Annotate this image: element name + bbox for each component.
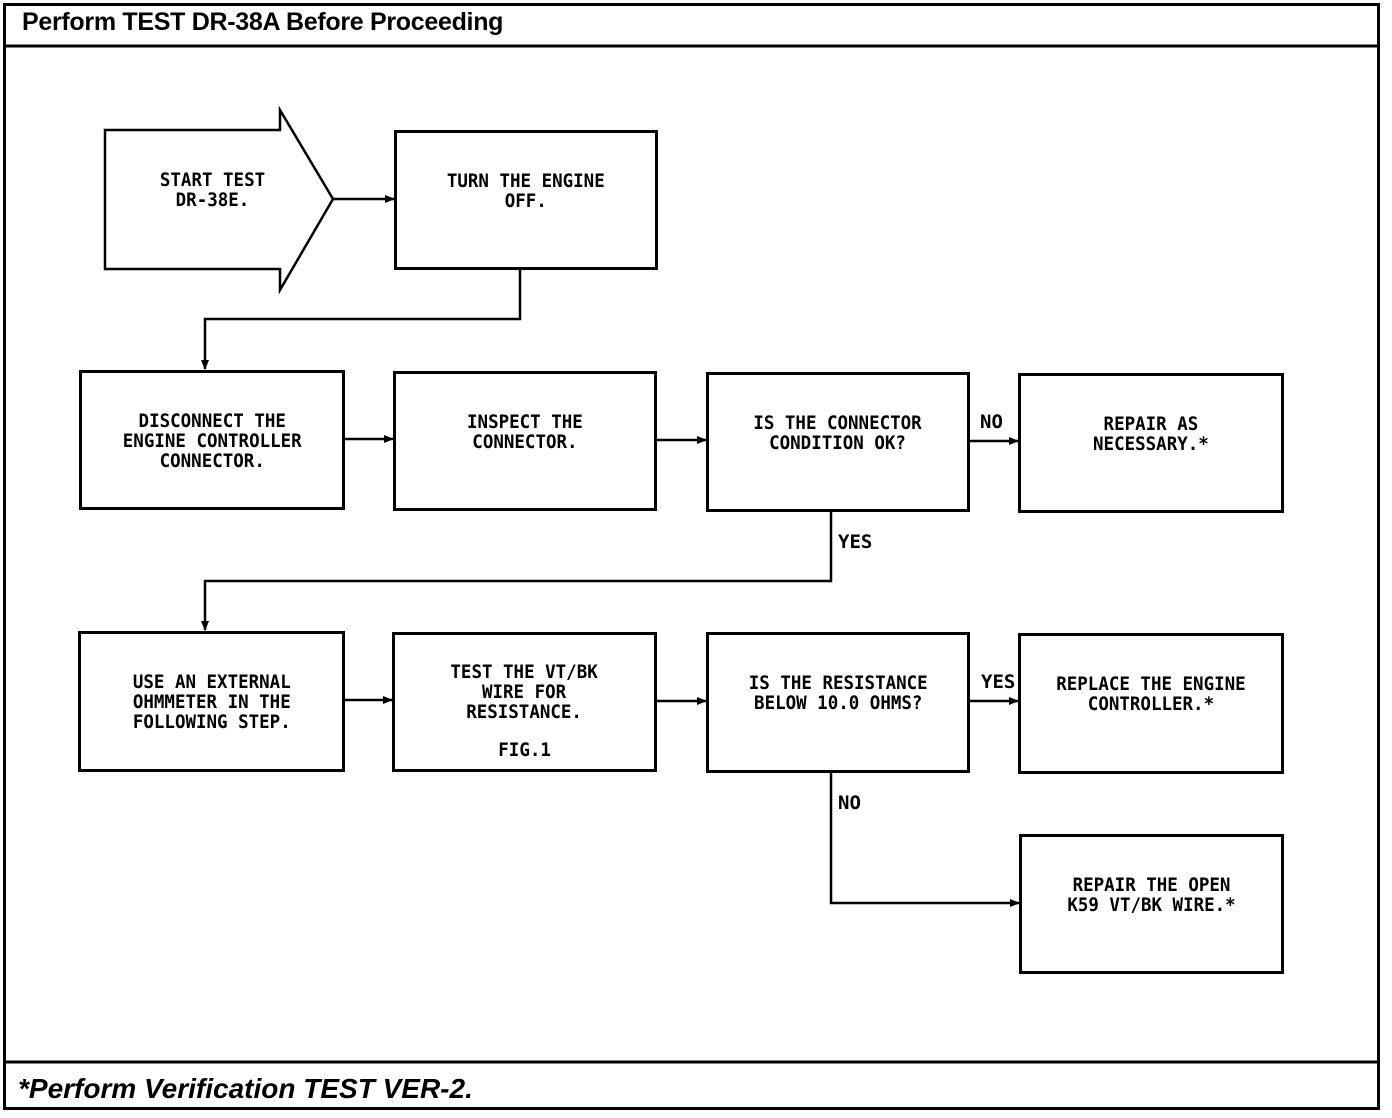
- use-ohmmeter-text: USE AN EXTERNAL OHMMETER IN THE FOLLOWIN…: [132, 671, 291, 733]
- test-wire-text: TEST THE VT/BK WIRE FOR RESISTANCE.: [450, 661, 599, 723]
- edge-label-connector-no: NO: [980, 411, 1003, 433]
- engine-off-text: TURN THE ENGINE OFF.: [447, 170, 605, 212]
- test-wire-figure-ref: FIG.1: [498, 739, 551, 761]
- inspect-node: INSPECT THE CONNECTOR.: [393, 371, 657, 511]
- edge-connector-yes: [201, 512, 833, 631]
- test-wire-node: TEST THE VT/BK WIRE FOR RESISTANCE. FIG.…: [392, 632, 657, 772]
- edge-resistance-no: [829, 772, 1020, 907]
- resistance-check-node: IS THE RESISTANCE BELOW 10.0 OHMS?: [706, 632, 970, 773]
- start-test-text: START TEST DR-38E.: [159, 169, 266, 211]
- replace-controller-node: REPLACE THE ENGINE CONTROLLER.*: [1018, 633, 1284, 774]
- page-title: Perform TEST DR-38A Before Proceeding: [22, 8, 504, 36]
- start-test-node: START TEST DR-38E.: [130, 170, 295, 210]
- start-arrow-shape: [103, 105, 335, 295]
- resistance-check-text: IS THE RESISTANCE BELOW 10.0 OHMS?: [748, 672, 928, 714]
- repair-necessary-node: REPAIR AS NECESSARY.*: [1018, 373, 1284, 513]
- edge-label-resistance-no: NO: [838, 792, 861, 814]
- connector-ok-node: IS THE CONNECTOR CONDITION OK?: [706, 372, 970, 512]
- edge-label-resistance-yes: YES: [981, 671, 1016, 693]
- repair-open-text: REPAIR THE OPEN K59 VT/BK WIRE.*: [1067, 874, 1236, 916]
- use-ohmmeter-node: USE AN EXTERNAL OHMMETER IN THE FOLLOWIN…: [78, 631, 345, 772]
- engine-off-node: TURN THE ENGINE OFF.: [394, 130, 658, 270]
- disconnect-text: DISCONNECT THE ENGINE CONTROLLER CONNECT…: [122, 410, 302, 472]
- connector-ok-text: IS THE CONNECTOR CONDITION OK?: [753, 412, 923, 454]
- edge-engine-off-to-disconnect: [201, 270, 522, 370]
- repair-necessary-text: REPAIR AS NECESSARY.*: [1093, 413, 1209, 455]
- repair-open-node: REPAIR THE OPEN K59 VT/BK WIRE.*: [1019, 834, 1284, 974]
- replace-controller-text: REPLACE THE ENGINE CONTROLLER.*: [1056, 673, 1246, 715]
- disconnect-node: DISCONNECT THE ENGINE CONTROLLER CONNECT…: [79, 370, 345, 510]
- inspect-text: INSPECT THE CONNECTOR.: [467, 411, 583, 453]
- footer-note: *Perform Verification TEST VER-2.: [18, 1073, 473, 1104]
- edge-label-connector-yes: YES: [838, 531, 873, 553]
